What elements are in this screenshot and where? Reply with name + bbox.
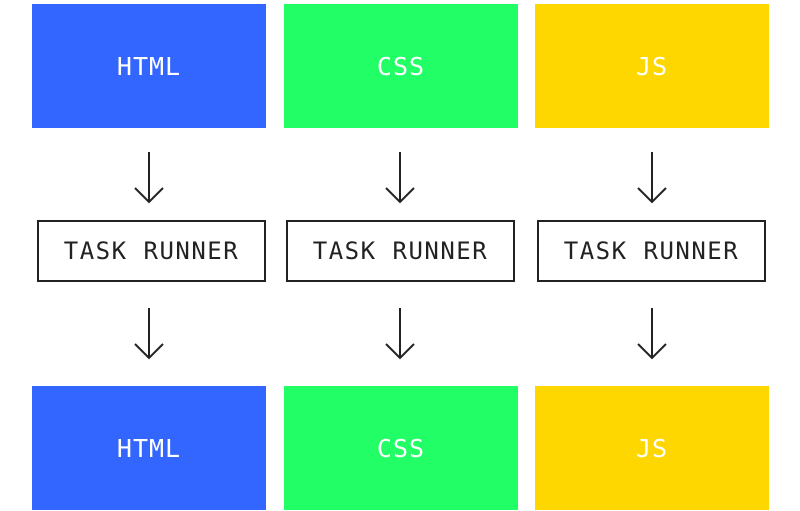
task-runner-box: TASK RUNNER [286, 220, 515, 282]
output-label: JS [635, 433, 669, 463]
input-block-css: CSS [284, 4, 518, 128]
input-label: JS [635, 51, 669, 81]
input-block-html: HTML [32, 4, 266, 128]
runner-label: TASK RUNNER [63, 237, 240, 265]
task-runner-box: TASK RUNNER [37, 220, 266, 282]
arrow-down-icon [129, 150, 169, 206]
arrow-down-icon [380, 150, 420, 206]
runner-label: TASK RUNNER [312, 237, 489, 265]
input-label: CSS [376, 51, 426, 81]
output-label: HTML [116, 433, 182, 463]
arrow-down-icon [129, 306, 169, 362]
runner-label: TASK RUNNER [563, 237, 740, 265]
output-label: CSS [376, 433, 426, 463]
output-block-js: JS [535, 386, 769, 510]
arrow-down-icon [632, 150, 672, 206]
input-block-js: JS [535, 4, 769, 128]
output-block-css: CSS [284, 386, 518, 510]
arrow-down-icon [380, 306, 420, 362]
input-label: HTML [116, 51, 182, 81]
output-block-html: HTML [32, 386, 266, 510]
task-runner-box: TASK RUNNER [537, 220, 766, 282]
arrow-down-icon [632, 306, 672, 362]
